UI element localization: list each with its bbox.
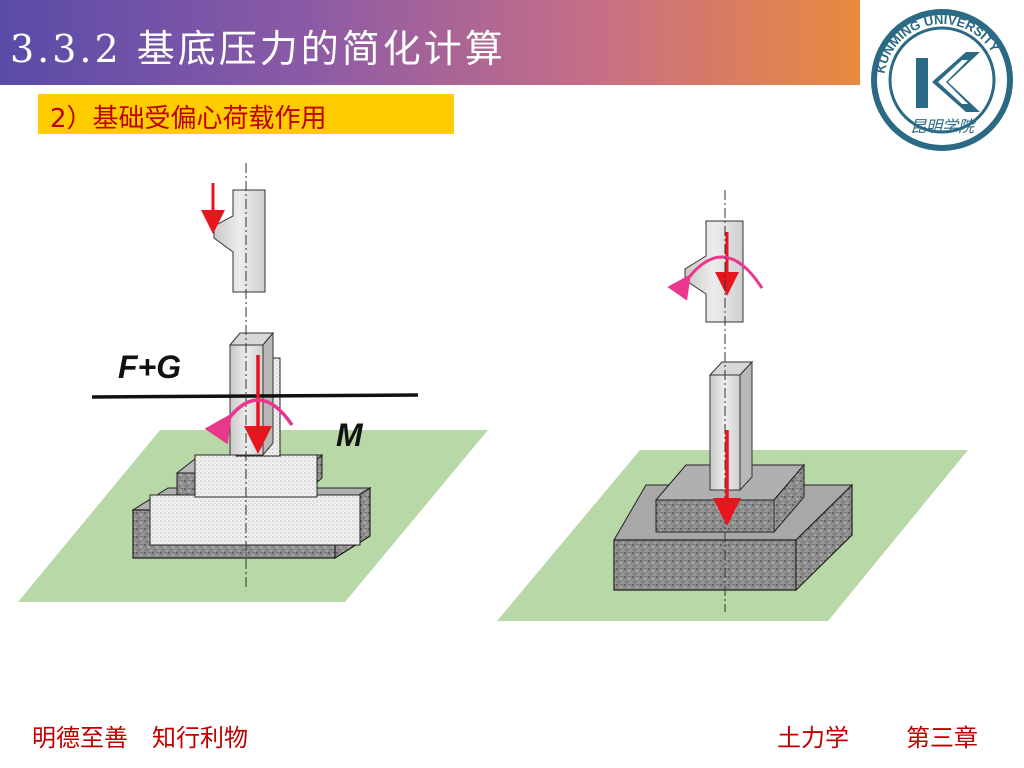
university-logo: KUNMING UNIVERSITY 昆明学院 — [862, 0, 1024, 155]
title-bar: 3.3.2 基底压力的简化计算 — [0, 0, 860, 85]
footer-chapter: 第三章 — [906, 724, 978, 752]
subtitle-box: 2）基础受偏心荷载作用 — [38, 94, 454, 134]
right-foundation — [613, 463, 853, 592]
logo-k-mark — [916, 52, 980, 112]
left-column-section — [213, 189, 266, 293]
moment-label: M — [336, 417, 364, 453]
logo-inner-ring — [888, 26, 996, 134]
footer-motto: 明德至善 知行利物 — [32, 724, 248, 752]
foundation-diagram: F+G M — [18, 163, 968, 621]
logo-outer-ring — [871, 9, 1013, 151]
page-title: 3.3.2 基底压力的简化计算 — [10, 27, 506, 71]
logo-bottom-text: 昆明学院 — [910, 117, 977, 136]
left-ground-line — [91, 393, 419, 399]
left-diagram: F+G M — [18, 163, 488, 602]
right-moment-arc — [667, 255, 764, 301]
subtitle: 2）基础受偏心荷载作用 — [50, 104, 327, 134]
footer-course: 土力学 — [777, 724, 849, 752]
left-column — [228, 331, 275, 457]
right-column — [708, 360, 754, 492]
right-diagram — [497, 190, 968, 621]
force-label: F+G — [118, 349, 181, 385]
left-moment-arc — [204, 398, 294, 445]
